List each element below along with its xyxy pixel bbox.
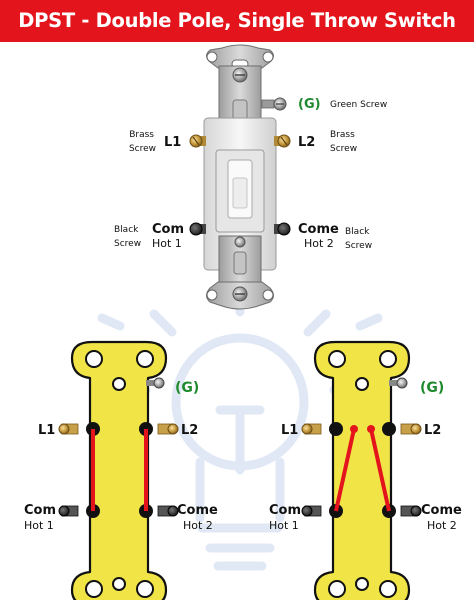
left-bottom-mount-hole	[112, 577, 126, 591]
com-left-label: Com	[152, 222, 184, 237]
green-screw-tag: (G)	[298, 97, 321, 112]
left-l2-label: L2	[181, 423, 198, 438]
left-l2-screw-icon	[167, 423, 179, 435]
right-ground-tag: (G)	[420, 380, 444, 396]
lower-yoke-screw	[234, 236, 246, 248]
right-come-label: Come	[421, 503, 462, 518]
right-hot2-label: Hot 2	[427, 519, 457, 532]
black-screw-left-label-2: Screw	[114, 239, 141, 249]
page-title: DPST - Double Pole, Single Throw Switch	[0, 0, 474, 42]
top-switch-device	[189, 44, 291, 310]
left-com-screw-icon	[58, 505, 70, 517]
top-yoke-hole-right	[262, 51, 274, 63]
black-screw-left-label-1: Black	[114, 225, 139, 235]
left-ground-screw-icon	[153, 377, 165, 389]
top-yoke-hole-left	[206, 51, 218, 63]
right-top-mount-hole	[355, 377, 369, 391]
left-switch-body	[70, 340, 168, 600]
hot1-label: Hot 1	[152, 237, 182, 250]
com-right-label: Come	[298, 222, 339, 237]
black-screw-left-icon	[189, 222, 203, 236]
left-com-label: Com	[24, 503, 56, 518]
right-l1-label: L1	[281, 423, 298, 438]
right-hot1-label: Hot 1	[269, 519, 299, 532]
right-com-label: Com	[269, 503, 301, 518]
brass-screw-right-label-1: Brass	[330, 130, 355, 140]
black-screw-right-icon	[277, 222, 291, 236]
brass-screw-right-label-2: Screw	[330, 144, 357, 154]
right-l2-screw-icon	[410, 423, 422, 435]
right-wire-1	[334, 428, 356, 512]
left-ground-tag: (G)	[175, 380, 199, 396]
brass-screw-left-label-2: Screw	[129, 144, 156, 154]
right-l1-screw-icon	[301, 423, 313, 435]
brass-screw-left-label-1: Brass	[129, 130, 154, 140]
left-top-mount-hole	[112, 377, 126, 391]
left-come-screw-icon	[167, 505, 179, 517]
black-screw-right-label-1: Black	[345, 227, 370, 237]
l2-label: L2	[298, 135, 315, 150]
right-wire-2	[369, 428, 391, 512]
right-come-screw-icon	[410, 505, 422, 517]
left-l1-label: L1	[38, 423, 55, 438]
left-hot2-label: Hot 2	[183, 519, 213, 532]
right-ground-screw-icon	[396, 377, 408, 389]
right-bottom-mount-hole	[355, 577, 369, 591]
right-l2-label: L2	[424, 423, 441, 438]
black-screw-right-label-2: Screw	[345, 241, 372, 251]
hot2-label: Hot 2	[304, 237, 334, 250]
left-hot1-label: Hot 1	[24, 519, 54, 532]
l1-label: L1	[164, 135, 181, 150]
left-wiring-diagram: (G) L1 L2 Com Hot 1 Come Hot 2	[24, 340, 218, 600]
green-screw-label: Green Screw	[330, 100, 387, 110]
top-switch-labels: (G) Green Screw Brass Screw L1 L2 Brass …	[114, 97, 387, 251]
left-l1-screw-icon	[58, 423, 70, 435]
right-com-screw-icon	[301, 505, 313, 517]
right-switch-body	[313, 340, 411, 600]
left-come-label: Come	[177, 503, 218, 518]
right-wiring-diagram: (G) L1 L2 Com Hot 1 Come Hot 2	[269, 340, 462, 600]
